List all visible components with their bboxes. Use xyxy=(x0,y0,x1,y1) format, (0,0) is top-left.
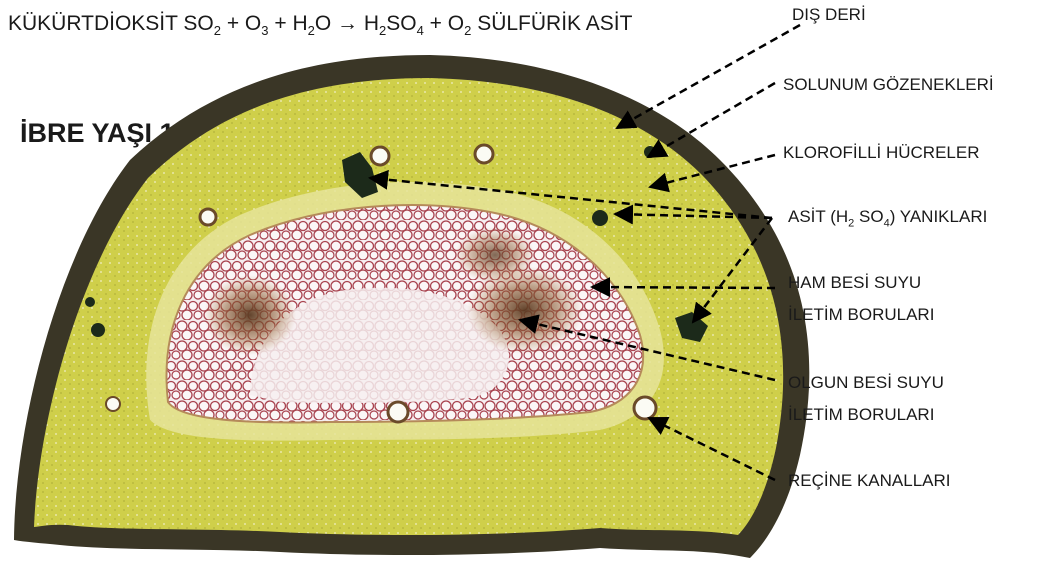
label-resin-canals: REÇİNE KANALLARI xyxy=(788,466,951,496)
label-chlorophyll-cells: KLOROFİLLİ HÜCRELER xyxy=(783,138,980,168)
label-phloem-line1: OLGUN BESİ SUYU xyxy=(788,368,944,398)
label-stomata: SOLUNUM GÖZENEKLERİ xyxy=(783,70,994,100)
label-acid-burns: ASİT (H2 SO4) YANIKLARI xyxy=(788,202,987,238)
label-phloem-line2: İLETİM BORULARI xyxy=(788,400,934,430)
label-xylem-line2: İLETİM BORULARI xyxy=(788,300,934,330)
label-epidermis: DIŞ DERİ xyxy=(792,0,866,30)
phloem-left xyxy=(204,275,296,355)
phloem-upper-right xyxy=(455,227,535,283)
label-xylem-line1: HAM BESİ SUYU xyxy=(788,268,921,298)
needle-body xyxy=(14,55,809,558)
